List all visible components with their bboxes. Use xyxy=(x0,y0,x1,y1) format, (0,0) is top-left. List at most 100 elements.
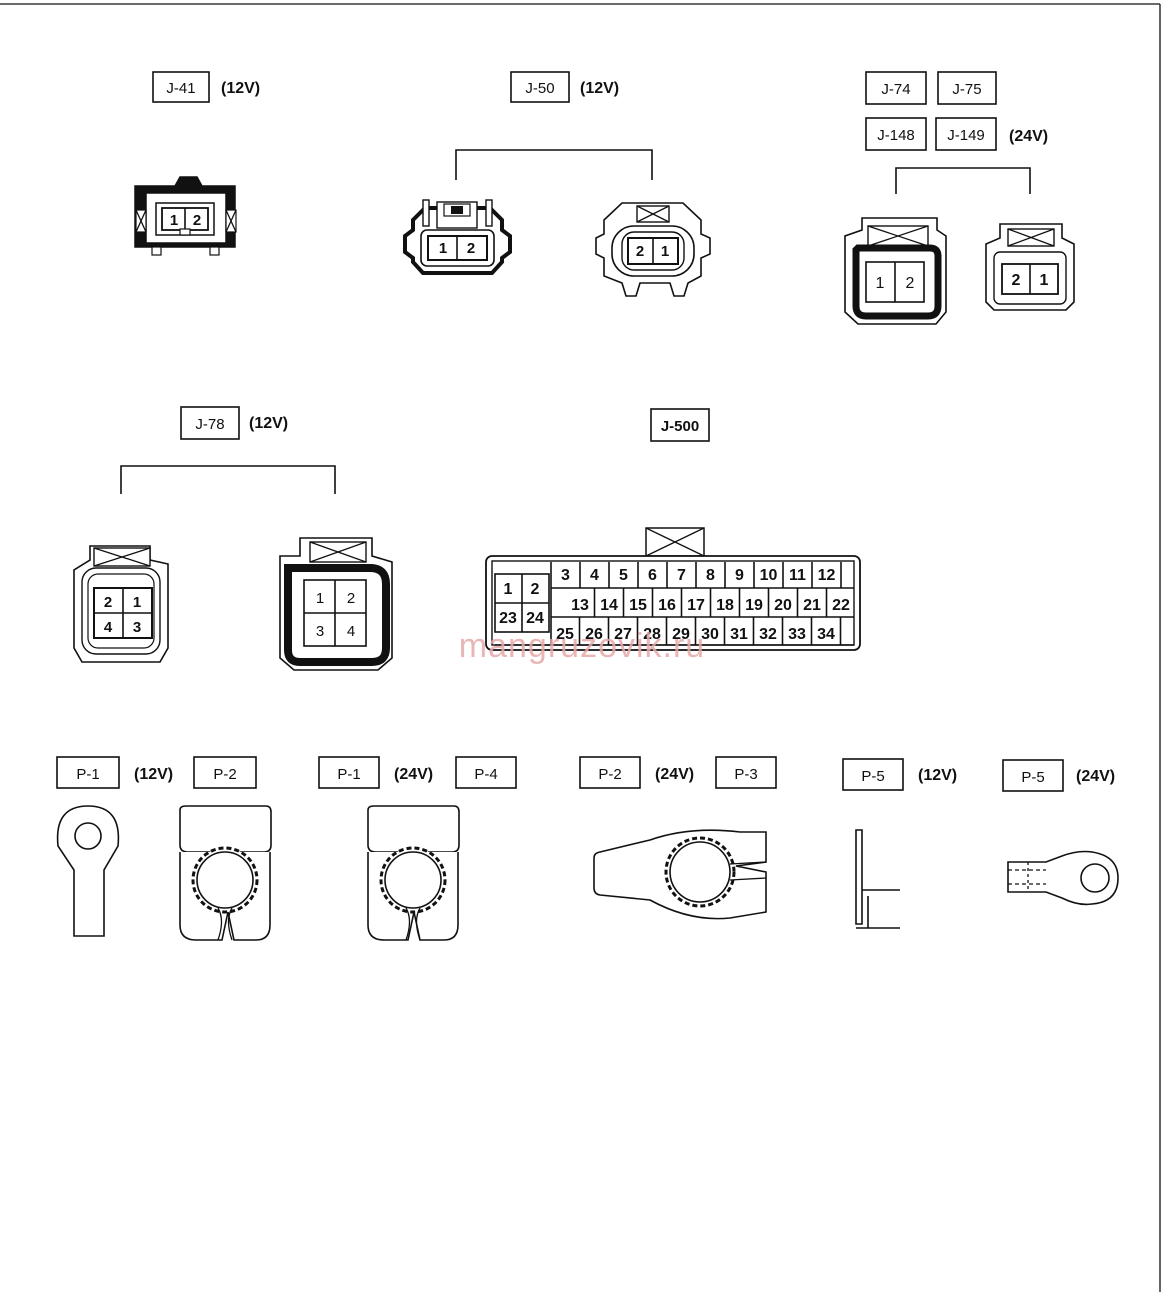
j74-bracket xyxy=(895,167,1031,194)
j500-pin: 24 xyxy=(526,610,544,627)
j74-group: J-74 J-75 J-148 J-149 (24V) 1 2 2 1 xyxy=(844,71,1075,325)
j500-code-box xyxy=(650,408,710,442)
p2-24v-code-box xyxy=(579,756,641,789)
j74-left-pin: 2 xyxy=(906,275,915,292)
j149-code-box xyxy=(935,117,997,151)
j500-pin: 11 xyxy=(789,567,806,584)
j500-pin: 18 xyxy=(716,597,734,614)
j500-pin: 31 xyxy=(730,626,748,643)
j74-code-box xyxy=(865,71,927,105)
j500-pin: 15 xyxy=(629,597,647,614)
j74-right-pin: 2 xyxy=(1012,272,1021,289)
j500-pin: 13 xyxy=(571,597,589,614)
watermark: mangruzovik.ru xyxy=(459,627,705,665)
j500-pin: 8 xyxy=(706,567,715,584)
j41-connector-icon xyxy=(134,176,237,256)
p5-12v-code-box xyxy=(842,758,904,791)
j50-female-connector-icon xyxy=(595,202,711,297)
j500-pin: 19 xyxy=(745,597,763,614)
j75-code-box xyxy=(937,71,997,105)
j78-right-connector-icon xyxy=(279,537,393,671)
j500-pin: 10 xyxy=(760,567,778,584)
j500-pin: 7 xyxy=(677,567,686,584)
j50-female-pin: 2 xyxy=(636,243,644,260)
j41-code-label: J-41 xyxy=(166,80,195,97)
p5-12v-group: P-5 (12V) xyxy=(842,758,957,929)
j74-right-connector-icon xyxy=(985,223,1075,311)
j41-pin: 2 xyxy=(193,212,201,229)
j500-pin: 21 xyxy=(803,597,821,614)
j75-code-label: J-75 xyxy=(952,81,981,98)
j500-pin: 12 xyxy=(818,567,836,584)
j500-pin: 3 xyxy=(561,567,570,584)
j74-left-pin: 1 xyxy=(876,275,885,292)
p5-24v-group: P-5 (24V) xyxy=(1002,759,1119,906)
j78-left-connector-icon xyxy=(73,545,169,663)
spade-terminal-icon xyxy=(855,829,900,929)
j500-pin: 9 xyxy=(735,567,744,584)
p2-12v-code-box xyxy=(193,756,257,789)
p2-24v-code-label: P-2 xyxy=(598,766,621,783)
j50-bracket xyxy=(455,149,653,180)
p1p4-24v-voltage-label: (24V) xyxy=(394,766,433,783)
j50-code-label: J-50 xyxy=(525,80,554,97)
p3-24v-code-label: P-3 xyxy=(734,766,757,783)
ring-terminal-icon xyxy=(1007,850,1119,906)
p1-24v-code-box xyxy=(318,756,380,789)
j500-pin: 26 xyxy=(585,626,603,643)
j78-group: J-78 (12V) 2 1 4 3 1 2 3 4 xyxy=(73,406,393,671)
battery-clamp-terminal-icon xyxy=(593,829,767,920)
j500-pin: 32 xyxy=(759,626,777,643)
j78-left-pin: 4 xyxy=(104,619,113,636)
j500-pin: 25 xyxy=(556,626,574,643)
p1-12v-code-box xyxy=(56,756,120,789)
j50-male-pin: 2 xyxy=(467,240,475,257)
j78-code-label: J-78 xyxy=(195,416,224,433)
j78-left-pin: 1 xyxy=(133,594,141,611)
p5-24v-code-label: P-5 xyxy=(1021,769,1044,786)
battery-clamp-terminal-icon xyxy=(179,805,272,941)
j74-voltage-label: (24V) xyxy=(1009,128,1048,145)
p2p3-24v-group: P-2 (24V) P-3 xyxy=(579,756,777,920)
ring-terminal-icon xyxy=(56,805,120,937)
p4-24v-code-label: P-4 xyxy=(474,766,497,783)
p5-12v-code-label: P-5 xyxy=(861,768,884,785)
p1p2-12v-group: P-1 (12V) P-2 xyxy=(56,756,272,941)
j500-pin: 14 xyxy=(600,597,618,614)
j500-pin: 2 xyxy=(531,581,540,598)
j500-pin: 28 xyxy=(643,626,661,643)
j500-pin: 17 xyxy=(687,597,705,614)
j74-right-pin: 1 xyxy=(1040,272,1049,289)
j78-bracket xyxy=(120,465,336,494)
p2-12v-code-label: P-2 xyxy=(213,766,236,783)
j148-code-box xyxy=(865,117,927,151)
j78-right-pin: 1 xyxy=(316,590,324,607)
j50-code-box xyxy=(510,71,570,103)
j41-code-box xyxy=(152,71,210,103)
j78-voltage-label: (12V) xyxy=(249,415,288,432)
j500-pin: 5 xyxy=(619,567,628,584)
p5-24v-code-box xyxy=(1002,759,1064,792)
j50-voltage-label: (12V) xyxy=(580,80,619,97)
j148-code-label: J-148 xyxy=(877,127,915,144)
j78-code-box xyxy=(180,406,240,440)
j500-pin: 29 xyxy=(672,626,690,643)
j50-male-pin: 1 xyxy=(439,240,447,257)
j500-pin: 6 xyxy=(648,567,657,584)
j74-left-connector-icon xyxy=(844,217,947,325)
j500-pin: 27 xyxy=(614,626,632,643)
battery-clamp-terminal-icon xyxy=(367,805,460,941)
p1-24v-code-label: P-1 xyxy=(337,766,360,783)
j500-pin: 23 xyxy=(499,610,517,627)
j50-male-connector-icon xyxy=(403,199,512,275)
p3-24v-code-box xyxy=(715,756,777,789)
j500-pin: 34 xyxy=(817,626,835,643)
j50-group: J-50 (12V) 1 2 2 1 xyxy=(403,71,711,297)
p4-24v-code-box xyxy=(455,756,517,789)
p2p3-24v-voltage-label: (24V) xyxy=(655,766,694,783)
j41-group: J-41 (12V) 1 2 xyxy=(134,71,260,256)
